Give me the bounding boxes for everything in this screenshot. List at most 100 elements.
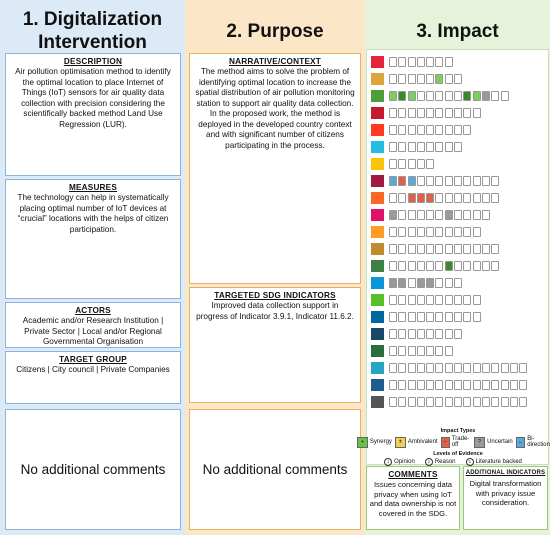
- sdg-target-cell: [398, 56, 407, 67]
- sdg-target-cell: [454, 192, 463, 203]
- sdg-target-cell: [416, 328, 425, 339]
- sdg-target-cell: [426, 56, 435, 67]
- sdg-target-cell: [435, 73, 444, 84]
- sdg-target-cell: [407, 243, 416, 254]
- sdg-target-cell: [463, 396, 472, 407]
- sdg-target-cell: [389, 226, 397, 237]
- sdg-target-cell: [435, 311, 444, 322]
- sdg-target-cell: [416, 226, 425, 237]
- sdg-row: [371, 378, 528, 391]
- evidence-level-label: Opinion: [394, 459, 415, 465]
- sdg-target-cell: [398, 396, 407, 407]
- column-title-line2: Intervention: [38, 32, 147, 53]
- sdg-goal-icon: [371, 361, 384, 374]
- sdg-target-cell: [389, 362, 397, 373]
- sdg-target-cell: [472, 90, 481, 101]
- measures-box: MEASURES The technology can help in syst…: [5, 179, 181, 299]
- impact-types-list: +Synergy±Ambivalent−Trade-off?Uncertain↔…: [356, 436, 550, 448]
- column-digitalization: 1. Digitalization Intervention DESCRIPTI…: [0, 0, 185, 535]
- sdg-target-cell: [426, 90, 435, 101]
- sdg-target-cell: [454, 362, 463, 373]
- sdg-target-cell: [407, 192, 416, 203]
- sdg-goal-icon: [371, 344, 384, 357]
- sdg-target-cell: [389, 345, 397, 356]
- impact-type-label: Ambivalent: [407, 439, 438, 445]
- sdg-target-cell: [426, 226, 435, 237]
- sdg-target-cell: [389, 192, 397, 203]
- sdg-target-cell: [407, 277, 416, 288]
- sdg-target-cell: [435, 56, 444, 67]
- sdg-target-cell: [463, 311, 472, 322]
- impact-type-item: ±Ambivalent: [394, 436, 438, 448]
- sdg-target-cell: [481, 243, 490, 254]
- sdg-goal-icon: [371, 55, 384, 68]
- sdg-target-cell: [500, 379, 509, 390]
- sdg-target-cell: [398, 90, 407, 101]
- sdg-target-cell: [454, 328, 463, 339]
- sdg-target-cell: [389, 294, 397, 305]
- sdg-target-cell: [398, 345, 407, 356]
- sdg-row: [371, 327, 463, 340]
- sdg-target-cell: [426, 175, 435, 186]
- sdg-target-cell: [444, 345, 453, 356]
- sdg-target-cell: [472, 243, 481, 254]
- comments-box-impact: COMMENTS Issues concerning data privacy …: [366, 466, 460, 530]
- sdg-target-cell: [435, 345, 444, 356]
- comments-box-digitalization: No additional comments: [5, 409, 181, 530]
- sdg-target-cell: [398, 192, 407, 203]
- sdg-target-cell: [389, 175, 397, 186]
- sdg-target-cell: [454, 226, 463, 237]
- sdg-target-cell: [454, 260, 463, 271]
- sdg-target-cell: [389, 56, 397, 67]
- sdg-target-cell: [416, 192, 425, 203]
- sdg-target-cell: [389, 141, 397, 152]
- sdg-target-cell: [407, 158, 416, 169]
- sdg-target-cell: [407, 311, 416, 322]
- impact-type-swatch: ↔: [515, 436, 526, 448]
- impact-type-item: ?Uncertain: [474, 436, 513, 448]
- impact-type-item: −Trade-off: [440, 436, 471, 448]
- sdg-target-cell: [398, 379, 407, 390]
- sdg-target-cell: [398, 226, 407, 237]
- sdg-target-cell: [454, 90, 463, 101]
- sdg-target-cell: [407, 209, 416, 220]
- sdg-target-cell: [444, 260, 453, 271]
- sdg-target-cell: [407, 362, 416, 373]
- sdg-target-cell: [472, 396, 481, 407]
- sdg-row: [371, 123, 473, 136]
- comments-text: Issues concerning data privacy when usin…: [369, 480, 457, 518]
- sdg-target-cell: [463, 175, 472, 186]
- sdg-target-cell: [389, 311, 397, 322]
- sdg-target-cell: [444, 175, 453, 186]
- sdg-target-cell: [454, 294, 463, 305]
- sdg-target-cell: [426, 345, 435, 356]
- sdg-target-cell: [416, 56, 425, 67]
- sdg-target-cell: [389, 328, 397, 339]
- sdg-target-cell: [435, 260, 444, 271]
- sdg-target-cell: [426, 124, 435, 135]
- sdg-target-cell: [435, 175, 444, 186]
- sdg-target-cell: [454, 107, 463, 118]
- sdg-target-cell: [435, 243, 444, 254]
- sdg-goal-icon: [371, 225, 384, 238]
- sdg-target-cell: [426, 294, 435, 305]
- sdg-target-cell: [463, 192, 472, 203]
- sdg-target-cell: [463, 379, 472, 390]
- sdg-row: [371, 293, 482, 306]
- sdg-target-cell: [398, 294, 407, 305]
- sdg-target-cell: [407, 328, 416, 339]
- sdg-target-cell: [444, 141, 453, 152]
- sdg-target-cell: [444, 73, 453, 84]
- sdg-target-cell: [398, 328, 407, 339]
- sdg-goal-icon: [371, 327, 384, 340]
- sdg-target-cell: [435, 124, 444, 135]
- sdg-target-cell: [444, 277, 453, 288]
- description-title: DESCRIPTION: [63, 57, 123, 66]
- evidence-level-marker: 2: [424, 458, 433, 466]
- sdg-goal-icon: [371, 293, 384, 306]
- description-box: DESCRIPTION Air pollution optimisation m…: [5, 53, 181, 176]
- sdg-target-cell: [519, 396, 528, 407]
- sdg-target-cell: [519, 379, 528, 390]
